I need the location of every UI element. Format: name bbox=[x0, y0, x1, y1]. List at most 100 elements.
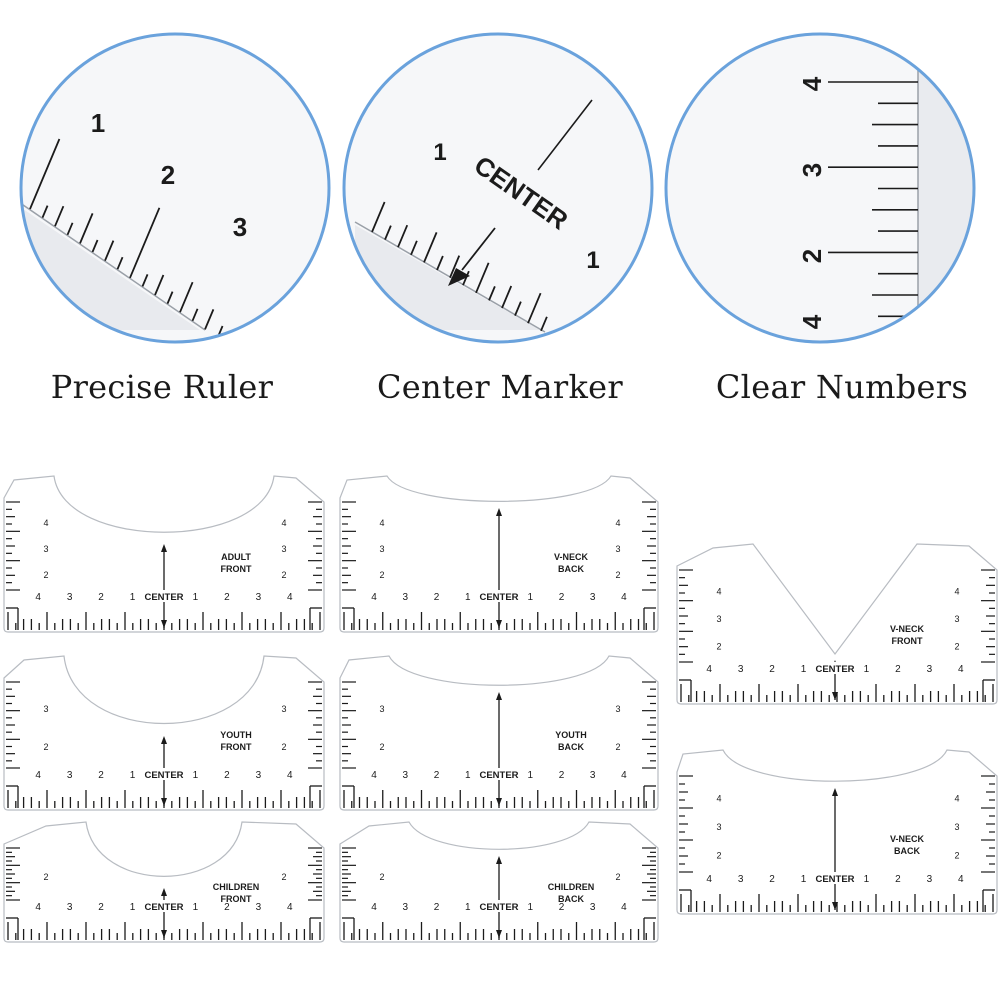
bottom-number: 4 bbox=[35, 592, 41, 603]
ruler-style-name: FRONT bbox=[221, 742, 252, 752]
side-number-right: 2 bbox=[615, 872, 620, 882]
ruler-style-name: BACK bbox=[558, 564, 584, 574]
caption-center-marker: Center Marker bbox=[377, 368, 623, 406]
side-number-right: 3 bbox=[281, 704, 286, 714]
ruler-tick bbox=[423, 232, 438, 263]
ruler-style-name: V-NECK bbox=[554, 552, 589, 562]
bottom-number: 3 bbox=[590, 902, 596, 913]
bottom-number: 1 bbox=[801, 664, 807, 675]
side-number-left: 2 bbox=[716, 851, 721, 861]
ruler-style-name: CHILDREN bbox=[548, 882, 595, 892]
ruler-tick bbox=[179, 281, 194, 313]
caption-clear-numbers: Clear Numbers bbox=[715, 368, 969, 406]
side-number-left: 3 bbox=[43, 544, 48, 554]
ruler-number: 3 bbox=[797, 163, 827, 177]
bottom-number: 2 bbox=[98, 770, 104, 781]
ruler-tick bbox=[410, 240, 418, 256]
center-arrow-up bbox=[496, 692, 502, 700]
ruler-tick bbox=[191, 308, 199, 322]
side-number-left: 2 bbox=[43, 742, 48, 752]
ruler-tick bbox=[141, 274, 149, 287]
side-number-right: 2 bbox=[615, 742, 620, 752]
side-number-left: 3 bbox=[43, 704, 48, 714]
center-guide-line bbox=[537, 99, 593, 171]
bottom-number: 4 bbox=[371, 592, 377, 603]
ruler-outline bbox=[676, 749, 998, 915]
bottom-number: 4 bbox=[35, 902, 41, 913]
ruler-tick bbox=[54, 205, 65, 227]
ruler-tick bbox=[104, 240, 115, 261]
center-arrow-up bbox=[161, 736, 167, 744]
bottom-number: 3 bbox=[403, 770, 409, 781]
ruler-tick bbox=[514, 301, 522, 316]
center-label: CENTER bbox=[144, 770, 183, 781]
center-arrow-down bbox=[832, 692, 838, 700]
side-number-left: 2 bbox=[43, 570, 48, 580]
ruler-tick bbox=[166, 291, 174, 304]
center-arrow-head bbox=[448, 268, 470, 286]
ruler-tick bbox=[371, 201, 386, 233]
bottom-number: 3 bbox=[256, 770, 262, 781]
ruler-tick bbox=[116, 256, 124, 270]
bottom-number: 2 bbox=[559, 592, 565, 603]
ruler-number: 2 bbox=[797, 249, 827, 263]
side-number-right: 2 bbox=[954, 641, 959, 651]
ruler-tick bbox=[462, 270, 470, 286]
ruler-edge bbox=[355, 225, 540, 330]
side-number-right: 2 bbox=[281, 570, 286, 580]
ruler-edge-line bbox=[21, 195, 206, 331]
ruler-tick bbox=[397, 224, 409, 248]
bottom-number: 4 bbox=[958, 664, 964, 675]
bottom-number: 4 bbox=[371, 902, 377, 913]
ruler-number: 2 bbox=[161, 160, 175, 190]
bottom-number: 3 bbox=[67, 902, 73, 913]
bottom-number: 3 bbox=[590, 770, 596, 781]
side-number-right: 2 bbox=[281, 872, 286, 882]
side-number-left: 3 bbox=[716, 614, 721, 624]
bottom-number: 2 bbox=[224, 770, 230, 781]
ruler-tick bbox=[79, 213, 94, 244]
bottom-number: 2 bbox=[769, 664, 775, 675]
bottom-number: 2 bbox=[769, 874, 775, 885]
ruler-style-name: V-NECK bbox=[890, 624, 925, 634]
side-number-left: 4 bbox=[716, 587, 721, 597]
bottom-number: 2 bbox=[895, 874, 901, 885]
bottom-number: 1 bbox=[130, 592, 136, 603]
bottom-number: 4 bbox=[287, 902, 293, 913]
ruler-style-name: V-NECK bbox=[890, 834, 925, 844]
center-arrow-up bbox=[496, 508, 502, 516]
ruler-outline bbox=[3, 821, 325, 943]
circle-border bbox=[342, 32, 654, 344]
side-number-right: 3 bbox=[615, 544, 620, 554]
bottom-number: 1 bbox=[130, 770, 136, 781]
bottom-number: 2 bbox=[559, 770, 565, 781]
bottom-number: 4 bbox=[706, 874, 712, 885]
center-label-bg bbox=[477, 900, 521, 912]
ruler-tick bbox=[204, 309, 215, 330]
center-arrow-down bbox=[832, 902, 838, 910]
side-number-left: 2 bbox=[43, 872, 48, 882]
center-label: CENTER bbox=[144, 902, 183, 913]
bottom-number: 4 bbox=[35, 770, 41, 781]
side-number-left: 2 bbox=[379, 742, 384, 752]
circle-border bbox=[19, 32, 331, 344]
side-number-left: 3 bbox=[716, 822, 721, 832]
bottom-number: 1 bbox=[864, 874, 870, 885]
bottom-number: 3 bbox=[67, 770, 73, 781]
ruler-tick bbox=[129, 207, 161, 279]
bottom-number: 1 bbox=[465, 592, 471, 603]
bottom-number: 1 bbox=[465, 770, 471, 781]
side-number-left: 4 bbox=[716, 793, 721, 803]
center-arrow-up bbox=[161, 888, 167, 896]
side-number-right: 4 bbox=[954, 587, 959, 597]
side-number-left: 4 bbox=[379, 518, 384, 528]
circle-border bbox=[664, 32, 976, 344]
